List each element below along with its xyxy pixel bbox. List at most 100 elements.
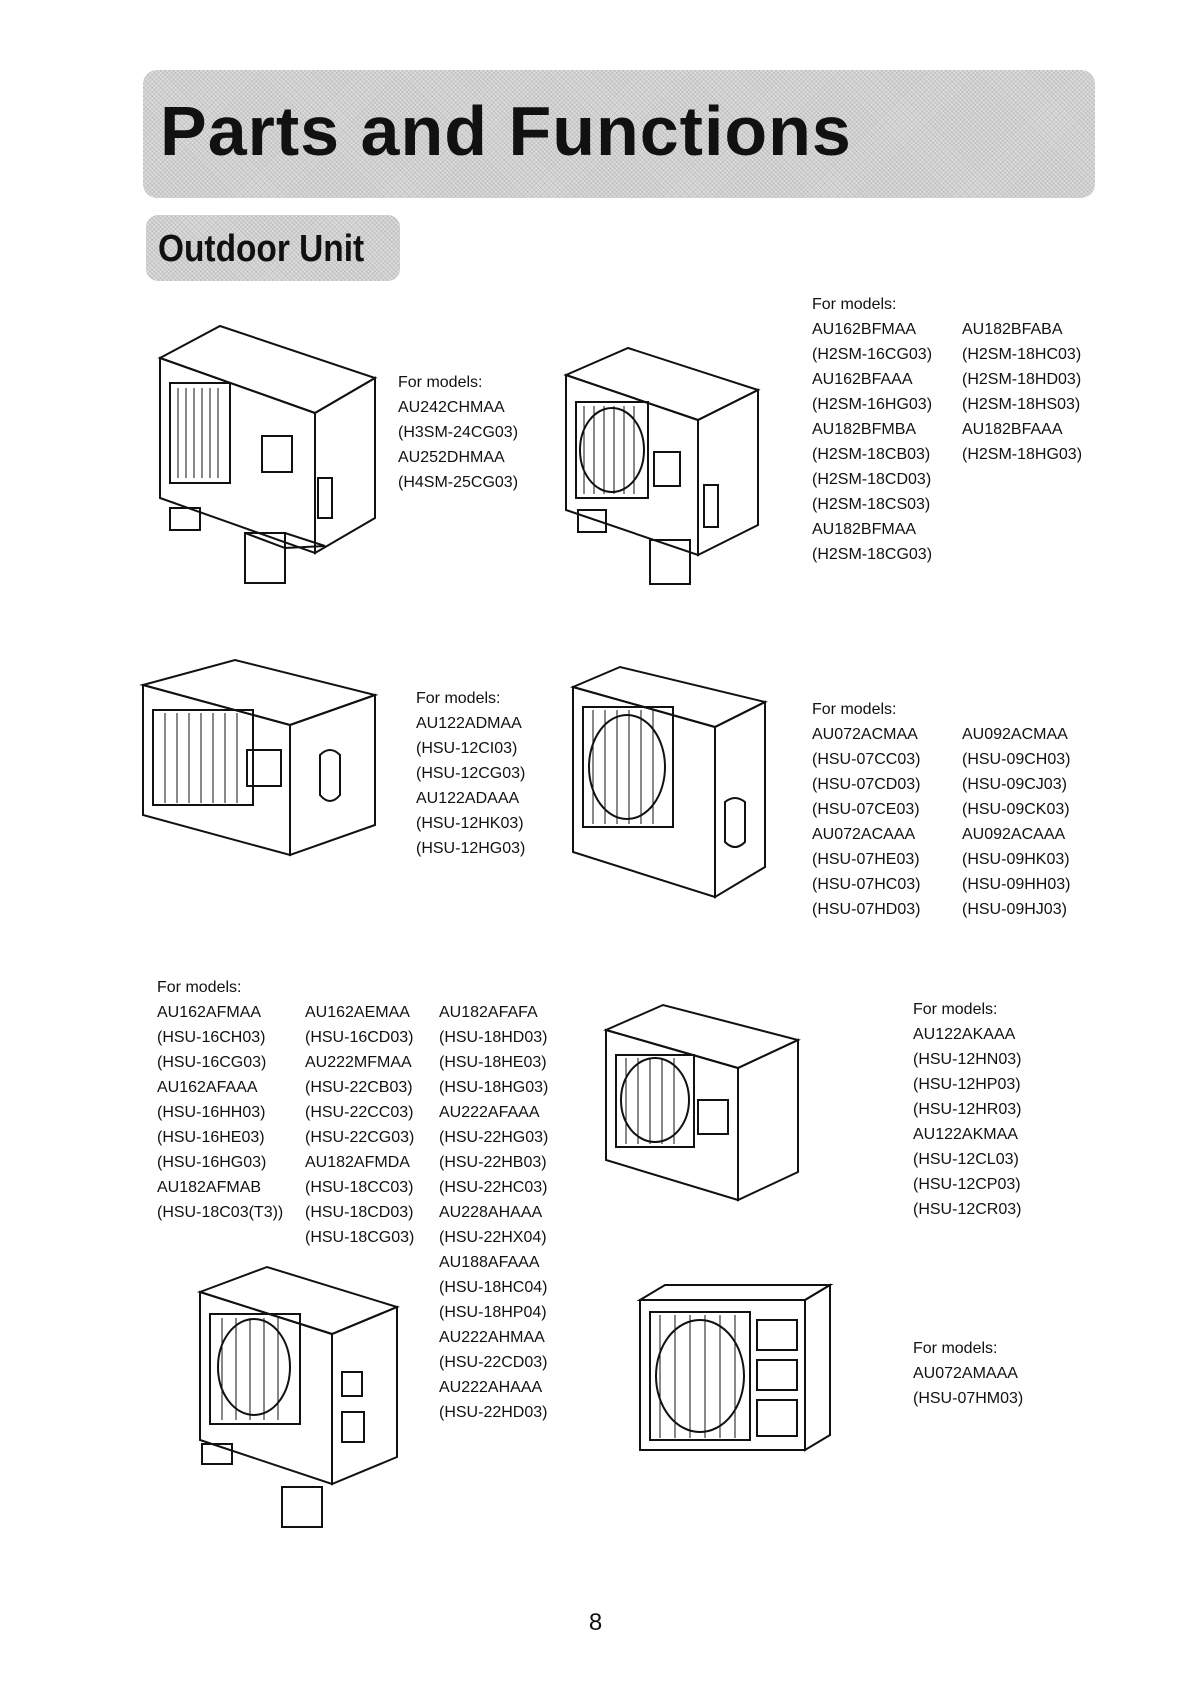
model-column: AU122AKAAA (HSU-12HN03) (HSU-12HP03) (HS… bbox=[913, 1022, 1021, 1222]
model-entry: AU182BFMAA bbox=[812, 521, 917, 538]
model-entry: (H2SM-18HC03) bbox=[962, 346, 1082, 363]
model-entry: (HSU-07HC03) bbox=[812, 876, 921, 893]
model-entry: AU092ACMAA bbox=[962, 726, 1068, 743]
model-entry: (HSU-18HG03) bbox=[439, 1079, 549, 1096]
model-list-group-3: For models: AU122ADMAA (HSU-12CI03) (HSU… bbox=[416, 686, 525, 861]
model-entry: AU252DHMAA bbox=[398, 449, 505, 466]
model-list-heading: For models: bbox=[812, 296, 897, 313]
model-entry: (HSU-07CD03) bbox=[812, 776, 921, 793]
model-entry: (H2SM-18HS03) bbox=[962, 396, 1081, 413]
model-entry: (HSU-22CD03) bbox=[439, 1354, 548, 1371]
model-entry: AU182AFAFA bbox=[439, 1004, 538, 1021]
model-list-heading: For models: bbox=[398, 374, 483, 391]
model-entry: (H2SM-18CG03) bbox=[812, 546, 933, 563]
model-entry: AU182AFMAB bbox=[157, 1179, 262, 1196]
model-column: AU242CHMAA (H3SM-24CG03) AU252DHMAA (H4S… bbox=[398, 395, 518, 495]
model-entry: AU122ADMAA bbox=[416, 715, 522, 732]
model-list-group-5: For models: AU162AFMAA (HSU-16CH03) (HSU… bbox=[157, 975, 548, 1425]
model-entry: (HSU-09HJ03) bbox=[962, 901, 1067, 918]
title-banner bbox=[143, 70, 1095, 198]
model-entry: AU162BFMAA bbox=[812, 321, 917, 338]
model-entry: (HSU-16CH03) bbox=[157, 1029, 266, 1046]
model-entry: (HSU-07CC03) bbox=[812, 751, 921, 768]
model-entry: AU122ADAAA bbox=[416, 790, 520, 807]
outdoor-unit-illustration-4 bbox=[565, 662, 775, 912]
model-list-group-1: For models: AU242CHMAA (H3SM-24CG03) AU2… bbox=[398, 370, 518, 495]
model-column: AU072ACMAA (HSU-07CC03) (HSU-07CD03) (HS… bbox=[812, 722, 962, 922]
model-entry: (HSU-16HE03) bbox=[157, 1129, 265, 1146]
model-column: AU122ADMAA (HSU-12CI03) (HSU-12CG03) AU1… bbox=[416, 711, 525, 861]
section-title: Outdoor Unit bbox=[158, 228, 365, 270]
model-entry: (HSU-22CG03) bbox=[305, 1129, 415, 1146]
model-entry: AU222AHAAA bbox=[439, 1379, 543, 1396]
page-title: Parts and Functions bbox=[160, 92, 852, 170]
model-entry: AU182BFABA bbox=[962, 321, 1063, 338]
model-entry: (HSU-12HP03) bbox=[913, 1076, 1021, 1093]
model-entry: (H2SM-16CG03) bbox=[812, 346, 933, 363]
model-entry: (HSU-12CL03) bbox=[913, 1151, 1019, 1168]
model-column: AU162AFMAA (HSU-16CH03) (HSU-16CG03) AU1… bbox=[157, 1000, 305, 1225]
model-entry: AU162BFAAA bbox=[812, 371, 913, 388]
model-entry: (HSU-22CC03) bbox=[305, 1104, 414, 1121]
model-list-heading: For models: bbox=[812, 701, 897, 718]
model-entry: (HSU-12HK03) bbox=[416, 815, 524, 832]
model-column: AU162AEMAA (HSU-16CD03) AU222MFMAA (HSU-… bbox=[305, 1000, 439, 1250]
model-entry: (HSU-22HG03) bbox=[439, 1129, 549, 1146]
model-list-group-4: For models: AU072ACMAA (HSU-07CC03) (HSU… bbox=[812, 697, 1070, 922]
model-entry: AU072AMAAA bbox=[913, 1365, 1018, 1382]
model-entry: (HSU-09HK03) bbox=[962, 851, 1070, 868]
model-entry: AU222AHMAA bbox=[439, 1329, 545, 1346]
model-entry: (HSU-16HG03) bbox=[157, 1154, 267, 1171]
section-banner bbox=[146, 215, 400, 281]
model-entry: AU162AEMAA bbox=[305, 1004, 410, 1021]
model-entry: (H2SM-18CB03) bbox=[812, 446, 931, 463]
outdoor-unit-illustration-1 bbox=[150, 318, 390, 606]
model-entry: (HSU-16CG03) bbox=[157, 1054, 267, 1071]
model-entry: AU092ACAAA bbox=[962, 826, 1066, 843]
model-entry: AU162AFAAA bbox=[157, 1079, 258, 1096]
model-entry: (HSU-09CK03) bbox=[962, 801, 1070, 818]
model-entry: AU182BFAAA bbox=[962, 421, 1063, 438]
model-column: AU162BFMAA (H2SM-16CG03) AU162BFAAA (H2S… bbox=[812, 317, 962, 567]
model-entry: (HSU-18CC03) bbox=[305, 1179, 414, 1196]
model-entry: (HSU-16HH03) bbox=[157, 1104, 266, 1121]
model-entry: AU222AFAAA bbox=[439, 1104, 540, 1121]
outdoor-unit-illustration-3 bbox=[135, 655, 385, 870]
model-list-group-2: For models: AU162BFMAA (H2SM-16CG03) AU1… bbox=[812, 292, 1082, 567]
model-entry: AU182AFMDA bbox=[305, 1154, 410, 1171]
model-entry: (HSU-18HD03) bbox=[439, 1029, 548, 1046]
model-entry: (HSU-09CH03) bbox=[962, 751, 1071, 768]
model-entry: AU162AFMAA bbox=[157, 1004, 262, 1021]
model-entry: AU072ACAAA bbox=[812, 826, 916, 843]
model-entry: AU188AFAAA bbox=[439, 1254, 540, 1271]
model-entry: AU122AKMAA bbox=[913, 1126, 1018, 1143]
model-entry: (HSU-07HM03) bbox=[913, 1390, 1024, 1407]
model-entry: (HSU-22HC03) bbox=[439, 1179, 548, 1196]
model-entry: (HSU-22HD03) bbox=[439, 1404, 548, 1421]
model-entry: (HSU-12CP03) bbox=[913, 1176, 1021, 1193]
model-entry: (HSU-18CD03) bbox=[305, 1204, 414, 1221]
model-entry: (HSU-22CB03) bbox=[305, 1079, 413, 1096]
model-entry: (HSU-12CR03) bbox=[913, 1201, 1022, 1218]
model-list-heading: For models: bbox=[416, 690, 501, 707]
model-entry: (H4SM-25CG03) bbox=[398, 474, 519, 491]
model-entry: (HSU-18C03(T3)) bbox=[157, 1204, 284, 1221]
model-entry: (HSU-09HH03) bbox=[962, 876, 1071, 893]
outdoor-unit-illustration-7 bbox=[635, 1280, 835, 1465]
page-number: 8 bbox=[588, 1609, 603, 1636]
model-column: AU182BFABA (H2SM-18HC03) (H2SM-18HD03) (… bbox=[962, 317, 1082, 467]
model-entry: (HSU-18HP04) bbox=[439, 1304, 547, 1321]
model-entry: AU072ACMAA bbox=[812, 726, 918, 743]
model-entry: (HSU-12CI03) bbox=[416, 740, 518, 757]
model-entry: (HSU-07HD03) bbox=[812, 901, 921, 918]
model-entry: (HSU-12HG03) bbox=[416, 840, 526, 857]
model-list-heading: For models: bbox=[913, 1340, 998, 1357]
model-entry: (H2SM-18HD03) bbox=[962, 371, 1082, 388]
model-entry: (HSU-12HN03) bbox=[913, 1051, 1022, 1068]
model-entry: (HSU-07CE03) bbox=[812, 801, 920, 818]
model-entry: AU222MFMAA bbox=[305, 1054, 412, 1071]
model-entry: (HSU-12HR03) bbox=[913, 1101, 1022, 1118]
model-entry: (H2SM-18CS03) bbox=[812, 496, 931, 513]
model-column: AU092ACMAA (HSU-09CH03) (HSU-09CJ03) (HS… bbox=[962, 722, 1070, 922]
model-entry: AU182BFMBA bbox=[812, 421, 917, 438]
